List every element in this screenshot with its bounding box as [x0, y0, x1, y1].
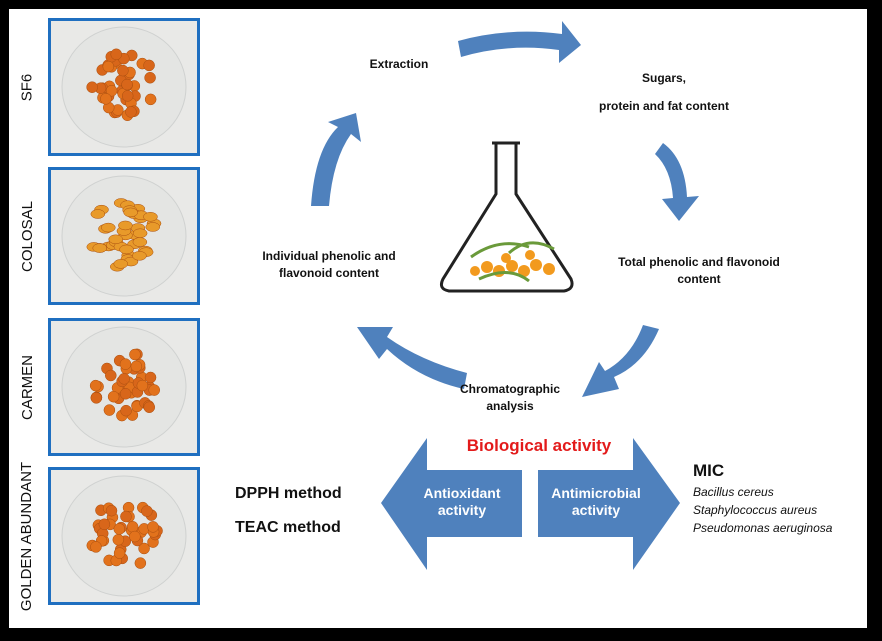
step-label: protein and fat content [599, 99, 729, 113]
method-teac: TEAC method [235, 519, 341, 536]
step-label: content [677, 272, 721, 286]
arrow-label: Antimicrobial [551, 485, 641, 501]
mic-title: MIC [693, 461, 725, 480]
step-label: analysis [486, 399, 534, 413]
bacterium: Staphylococcus aureus [693, 503, 818, 517]
antioxidant-arrow [381, 438, 522, 570]
biological-activity-title: Biological activity [466, 436, 612, 455]
step-extraction: Extraction [349, 56, 449, 73]
arrow-label: activity [437, 502, 487, 518]
photo-golden-abundant [48, 467, 200, 605]
arrow-chromatographic-to-individual [357, 327, 467, 389]
method-dpph: DPPH method [235, 485, 342, 502]
step-label: Individual phenolic and [262, 249, 396, 263]
photo-colosal [48, 167, 200, 305]
step-sugars: Sugars, protein and fat content [574, 64, 754, 120]
mic-panel: MIC Bacillus cereus Staphylococcus aureu… [693, 461, 832, 537]
arrow-extraction-to-sugars [458, 21, 581, 63]
flask-icon [440, 141, 574, 293]
arrow-sugars-to-total [655, 143, 699, 221]
bacterium: Pseudomonas aeruginosa [693, 521, 833, 535]
berries-image [61, 326, 187, 448]
berries-image [61, 26, 187, 148]
step-label: Chromatographic [459, 382, 560, 396]
berries-image [61, 175, 187, 297]
cycle-arrows [311, 21, 699, 570]
antimicrobial-arrow [538, 438, 680, 570]
step-label: flavonoid content [279, 266, 379, 280]
arrow-label: activity [571, 502, 621, 518]
antioxidant-methods: DPPH method TEAC method [235, 477, 375, 545]
berries-image [61, 475, 187, 597]
step-individual-phenolic: Individual phenolic and flavonoid content [244, 248, 414, 282]
step-label: Extraction [369, 57, 429, 71]
step-label: Total phenolic and flavonoid [618, 255, 780, 269]
bacterium: Bacillus cereus [693, 485, 774, 499]
photo-carmen [48, 318, 200, 456]
diagram-canvas: SF6 COLOSAL CARMEN GOLDEN ABUNDANT Extra… [9, 9, 867, 628]
step-total-phenolic: Total phenolic and flavonoid content [599, 254, 799, 288]
step-label: Sugars, [641, 71, 686, 85]
arrow-label: Antioxidant [423, 485, 501, 501]
arrow-individual-to-extraction [311, 113, 361, 206]
arrow-total-to-chromatographic [582, 325, 659, 397]
photo-sf6 [48, 18, 200, 156]
step-chromatographic: Chromatographic analysis [455, 381, 565, 415]
